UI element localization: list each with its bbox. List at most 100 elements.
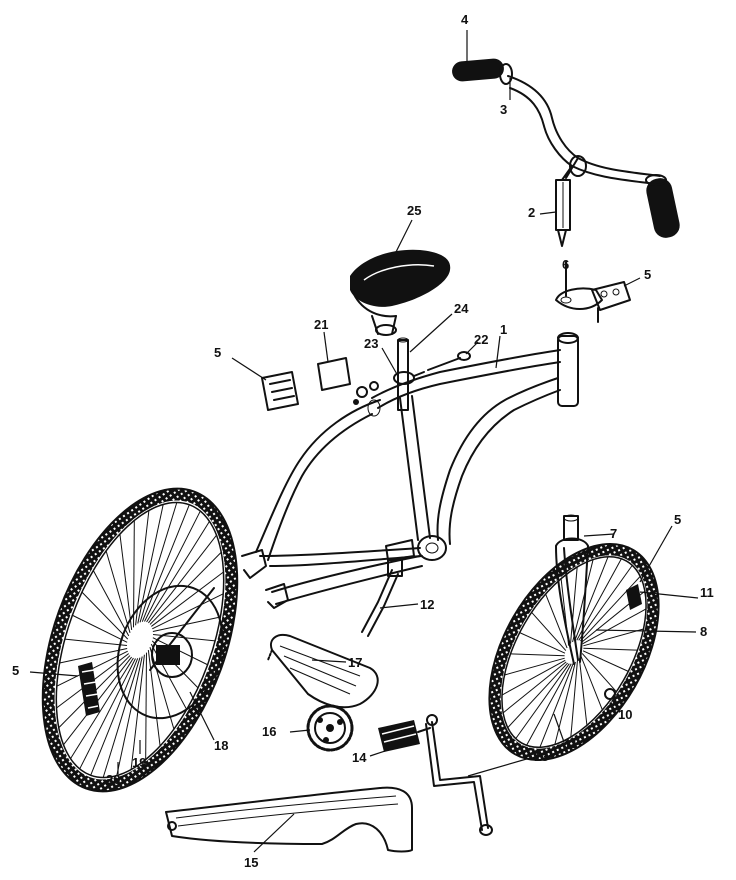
- spoke: [570, 660, 578, 738]
- part-label-17: 17: [348, 655, 363, 670]
- spoke: [580, 576, 641, 642]
- spoke: [141, 504, 190, 622]
- spoke: [531, 611, 567, 651]
- spoke: [105, 550, 131, 633]
- rear-wheel-reflector: [78, 662, 100, 716]
- crank: [425, 714, 493, 836]
- spoke: [152, 593, 224, 630]
- handlebar: [507, 75, 661, 185]
- part-label-18: 18: [214, 738, 229, 753]
- spoke: [59, 647, 128, 664]
- spoke: [507, 662, 568, 728]
- spoke: [578, 565, 633, 641]
- front-reflector: [626, 584, 642, 610]
- spoke: [539, 662, 574, 748]
- left-grip: [452, 58, 513, 85]
- part-label-3: 3: [500, 102, 508, 117]
- handlebar-stem: [555, 179, 571, 247]
- spoke: [526, 663, 572, 746]
- coaster-brake-disc: [116, 584, 224, 720]
- front-wheel: [488, 542, 660, 762]
- part-label-4: 4: [461, 12, 469, 27]
- saddle: [350, 249, 451, 336]
- spoke: [147, 649, 161, 746]
- spoke: [72, 614, 128, 643]
- chain: [267, 634, 379, 709]
- spoke: [583, 628, 644, 647]
- spoke: [151, 571, 224, 627]
- part-label-13: 13: [534, 749, 549, 764]
- spoke: [581, 653, 617, 693]
- spoke: [135, 510, 150, 626]
- spoke: [572, 559, 594, 643]
- spoke: [582, 608, 647, 645]
- chainring: [306, 704, 354, 752]
- spoke: [146, 521, 210, 623]
- spoke: [570, 566, 578, 644]
- spoke: [501, 659, 566, 696]
- rear-reflector: [261, 371, 299, 411]
- spoke: [116, 656, 143, 776]
- part-label-20: 20: [106, 772, 121, 787]
- part-label-2: 2: [528, 205, 536, 220]
- spoke: [81, 591, 129, 640]
- part-label-16: 16: [262, 724, 277, 739]
- spoke: [144, 510, 201, 622]
- spoke: [576, 558, 622, 641]
- spoke: [145, 652, 147, 760]
- pedal: [378, 720, 431, 752]
- spoke: [504, 657, 565, 676]
- part-label-7: 7: [610, 526, 618, 541]
- seat-bolt: [427, 351, 471, 371]
- spoke: [149, 647, 175, 730]
- part-label-1: 1: [500, 322, 508, 337]
- spoke: [92, 570, 130, 637]
- part-label-25: 25: [407, 203, 422, 218]
- part-label-14: 14: [352, 750, 367, 765]
- spoke: [510, 653, 565, 657]
- head-reflector: [591, 281, 631, 323]
- kickstand: [361, 559, 403, 637]
- part-label-11-bottom: 11: [564, 736, 578, 751]
- leader-lines: [29, 30, 699, 853]
- part-label-21: 21: [314, 317, 329, 332]
- part-label-10: 10: [618, 707, 633, 722]
- spoke: [545, 593, 568, 649]
- spoke: [70, 657, 134, 759]
- rear-reflector-bracket: [317, 357, 379, 405]
- front-fork: [555, 514, 589, 665]
- spoke: [90, 658, 139, 776]
- part-label-5-rear-wheel: 5: [12, 663, 20, 678]
- spoke: [148, 534, 217, 624]
- spoke: [102, 657, 141, 778]
- spoke: [79, 658, 136, 770]
- part-label-24: 24: [454, 301, 469, 316]
- axle-nut: [604, 688, 616, 700]
- chain-guard: [165, 786, 413, 853]
- part-label-15: 15: [244, 855, 259, 870]
- part-label-8: 8: [700, 624, 708, 639]
- part-label-5-head: 5: [644, 267, 652, 282]
- part-label-11-top: 11: [700, 585, 714, 600]
- spoke: [554, 661, 576, 745]
- spoke: [580, 655, 603, 711]
- spoke: [582, 650, 629, 672]
- spoke: [574, 556, 609, 642]
- part-label-19: 19: [132, 755, 147, 770]
- spoke: [515, 663, 570, 739]
- spoke: [64, 638, 128, 646]
- part-label-5-rear-reflector: 5: [214, 345, 222, 360]
- part-label-22: 22: [474, 332, 489, 347]
- part-label-5-fork: 5: [674, 512, 682, 527]
- front-spokes: [501, 556, 647, 748]
- frame: [241, 332, 579, 609]
- spoke: [502, 661, 567, 714]
- spoke: [578, 658, 588, 726]
- spoke: [519, 632, 566, 654]
- part-label-12: 12: [420, 597, 435, 612]
- part-label-6: 6: [562, 257, 570, 272]
- spoke: [583, 647, 638, 651]
- right-grip: [645, 174, 680, 238]
- spoke: [139, 502, 178, 623]
